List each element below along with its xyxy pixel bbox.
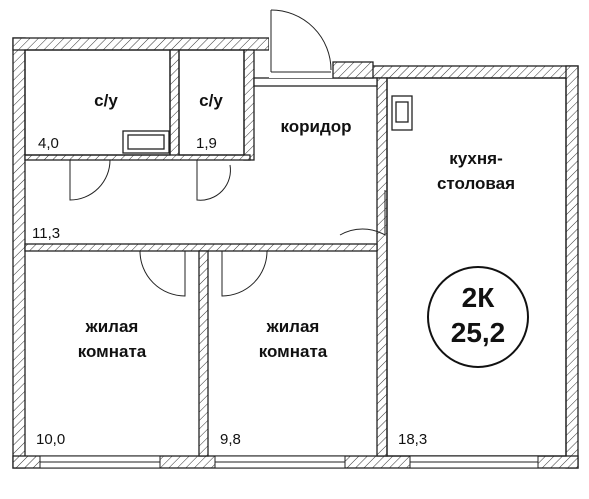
room-labels: с/у 4,0 с/у 1,9 коридор 11,3 кухня- стол…: [32, 91, 515, 448]
corridor-area: 11,3: [32, 225, 60, 242]
apartment-badge: 2К 25,2: [427, 266, 529, 368]
living2-area: 9,8: [220, 431, 241, 448]
living1-area: 10,0: [36, 431, 65, 448]
badge-type: 2К: [462, 282, 496, 313]
bath2-area: 1,9: [196, 135, 217, 152]
bath2-label: с/у: [199, 91, 223, 110]
badge-total-area: 25,2: [451, 317, 506, 348]
living1-label-line2: комната: [78, 342, 147, 361]
kitchen-area: 18,3: [398, 431, 427, 448]
entrance-door: [269, 9, 374, 79]
inner-walls: [24, 49, 388, 457]
room-outlines: [24, 49, 567, 457]
windows: [39, 455, 539, 469]
living2-label-line1: жилая: [266, 317, 320, 336]
fixtures: [122, 95, 413, 154]
kitchen-label-line1: кухня-: [449, 149, 502, 168]
bath1-label: с/у: [94, 91, 118, 110]
kitchen-label-line2: столовая: [437, 174, 515, 193]
bath1-area: 4,0: [38, 135, 59, 152]
interior-doors: [69, 159, 386, 297]
living2-label-line2: комната: [259, 342, 328, 361]
living1-label-line1: жилая: [85, 317, 139, 336]
corridor-label: коридор: [280, 117, 351, 136]
